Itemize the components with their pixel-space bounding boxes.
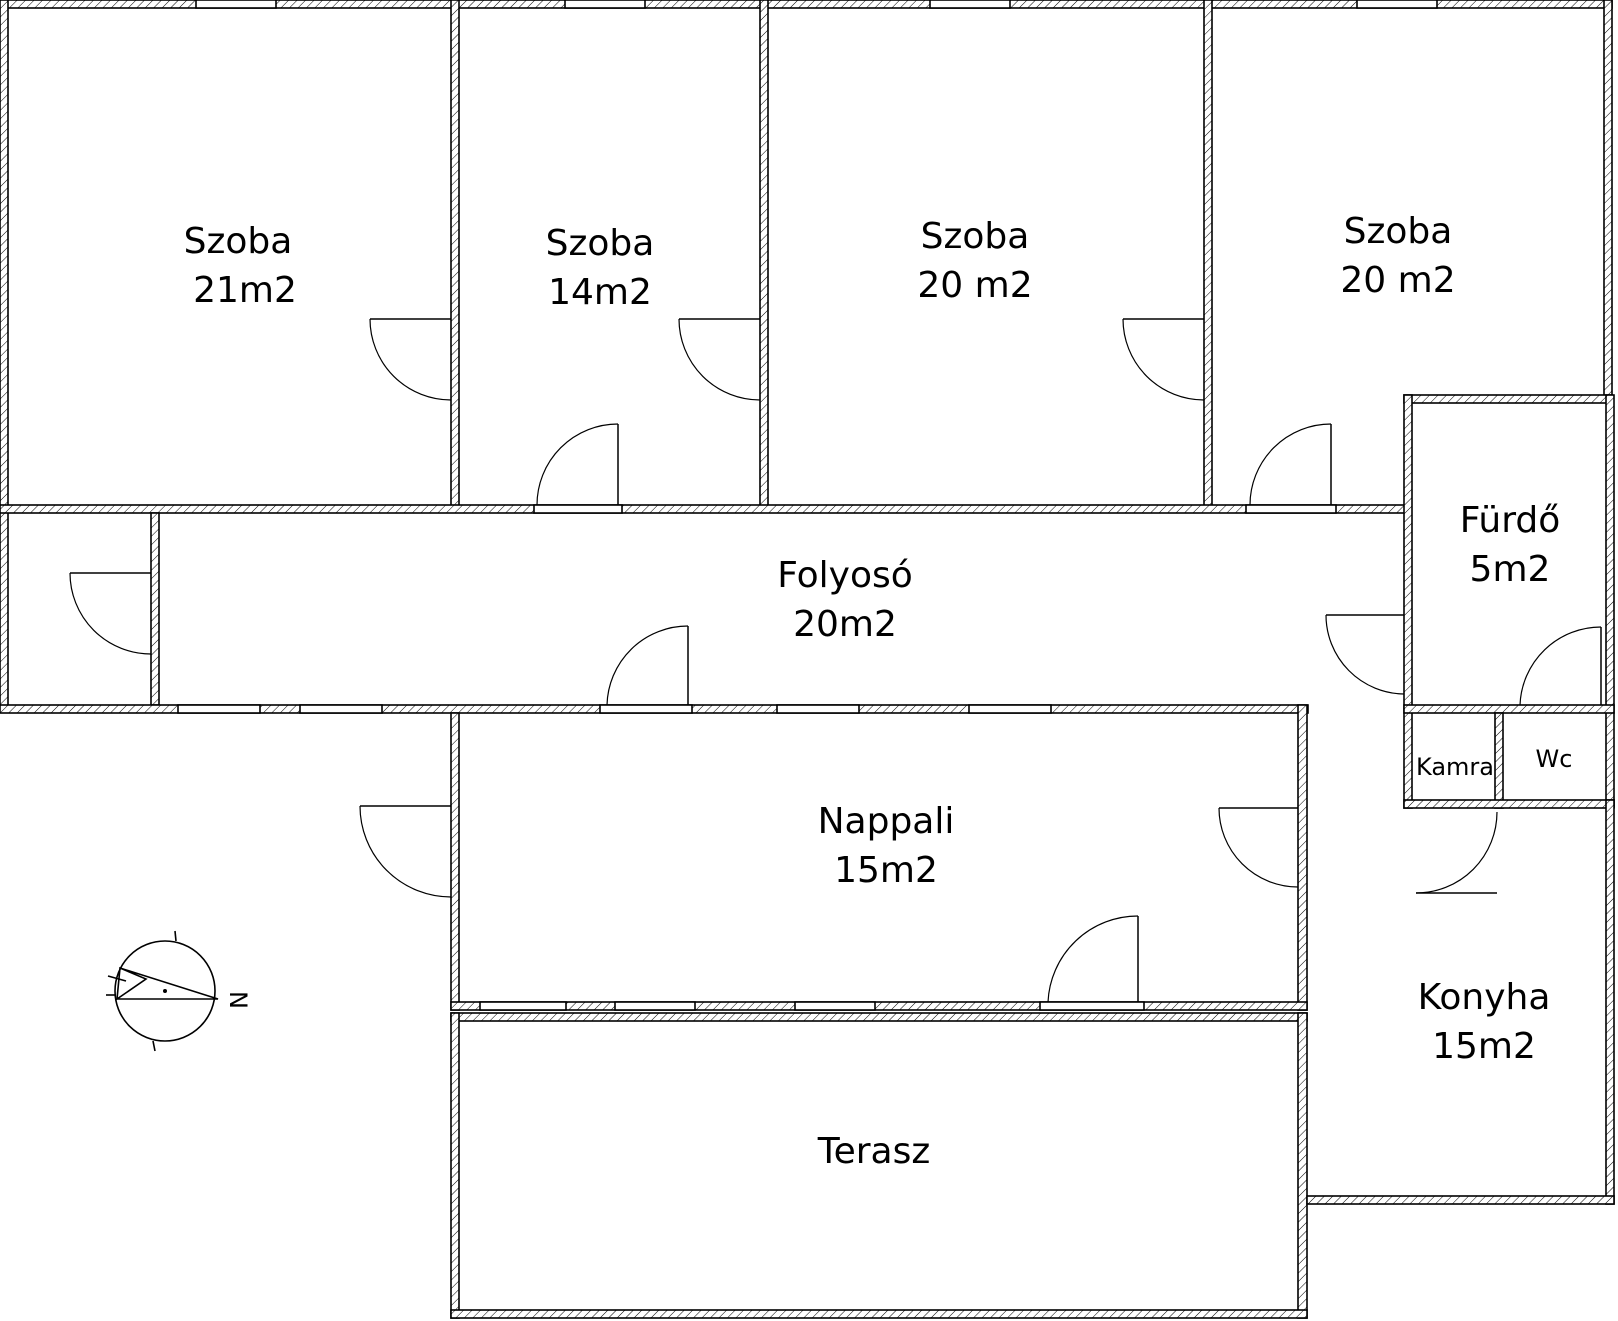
wall-left-upper	[0, 0, 9, 713]
door-furdo-inner[interactable]	[1519, 626, 1602, 706]
window	[776, 704, 860, 714]
wall-nappali-right	[1297, 704, 1308, 1011]
wall-nappali-left	[450, 712, 460, 1011]
room-name-wc: Wc	[1536, 745, 1573, 773]
room-area-furdo: 5m2	[1470, 549, 1551, 590]
room-name-folyoso: Folyosó	[777, 555, 913, 596]
room-name-szoba4: Szoba	[1344, 211, 1453, 252]
room-name-szoba1: Szoba	[184, 221, 293, 262]
room-area-nappali: 15m2	[834, 850, 938, 891]
wall-terasz-right	[1297, 1012, 1308, 1319]
room-name-kamra: Kamra	[1416, 753, 1494, 781]
compass-icon	[106, 930, 219, 1052]
wall-konyha-right	[1605, 799, 1615, 1205]
door-nappali-left[interactable]	[359, 805, 452, 898]
room-area-szoba3: 20 m2	[917, 265, 1032, 306]
door-szoba1[interactable]	[369, 318, 452, 401]
wall-furdo-right	[1605, 394, 1615, 808]
window	[614, 1001, 696, 1011]
compass-north-label: N	[224, 991, 252, 1009]
room-area-szoba4: 20 m2	[1340, 260, 1455, 301]
door-szoba2-side[interactable]	[678, 318, 761, 401]
windows	[177, 0, 1438, 1011]
door-szoba2-corridor[interactable]	[536, 423, 619, 506]
door-szoba4[interactable]	[1249, 423, 1332, 506]
room-area-konyha: 15m2	[1432, 1026, 1536, 1067]
wall-furdo-top	[1403, 394, 1613, 404]
wall-szoba3-szoba4	[1203, 0, 1213, 507]
window	[195, 0, 277, 9]
door-szoba3[interactable]	[1122, 318, 1205, 401]
room-labels: Szoba 21m2 Szoba 14m2 Szoba 20 m2 Szoba …	[184, 211, 1573, 1172]
wall-terasz-left	[450, 1012, 460, 1319]
wall-nappali-bottom	[450, 1001, 1308, 1011]
wall-kamra-bottom	[1403, 799, 1615, 809]
door-furdo-corridor[interactable]	[1325, 614, 1405, 695]
room-area-szoba1: 21m2	[193, 270, 297, 311]
window	[479, 1001, 567, 1011]
wall-terasz-top	[450, 1012, 1308, 1022]
door-corridor-nappali[interactable]	[606, 625, 689, 706]
window	[177, 704, 261, 714]
wall-kamra-wc	[1494, 712, 1504, 809]
window	[1039, 1001, 1145, 1011]
door-closet[interactable]	[69, 572, 152, 655]
window	[794, 1001, 876, 1011]
room-name-szoba3: Szoba	[921, 216, 1030, 257]
wall-szoba2-szoba3	[759, 0, 769, 513]
wall-furdo-bottom	[1403, 704, 1615, 714]
room-name-furdo: Fürdő	[1460, 500, 1561, 541]
window	[299, 704, 383, 714]
wall-konyha-bottom	[1306, 1195, 1615, 1205]
wall-szoba1-szoba2	[450, 0, 460, 513]
wall-right-szoba4	[1603, 0, 1613, 401]
window	[533, 504, 623, 514]
door-nappali-right[interactable]	[1218, 807, 1299, 888]
wall-terasz-bottom	[450, 1309, 1308, 1319]
window	[1356, 0, 1438, 9]
doors	[69, 318, 1602, 1003]
window	[564, 0, 646, 9]
window	[929, 0, 1011, 9]
door-nappali-terasz[interactable]	[1047, 915, 1139, 1003]
room-name-szoba2: Szoba	[546, 223, 655, 264]
wall-rooms-corridor	[0, 504, 1409, 514]
room-name-nappali: Nappali	[818, 801, 955, 842]
wall-closet	[150, 512, 160, 706]
wall-furdo-left	[1403, 394, 1413, 809]
room-area-folyoso: 20m2	[793, 604, 897, 645]
window	[968, 704, 1052, 714]
window	[599, 704, 693, 714]
door-kamra[interactable]	[1415, 811, 1498, 894]
room-area-szoba2: 14m2	[548, 272, 652, 313]
window	[1245, 504, 1337, 514]
room-name-konyha: Konyha	[1418, 977, 1551, 1018]
room-name-terasz: Terasz	[817, 1131, 931, 1172]
